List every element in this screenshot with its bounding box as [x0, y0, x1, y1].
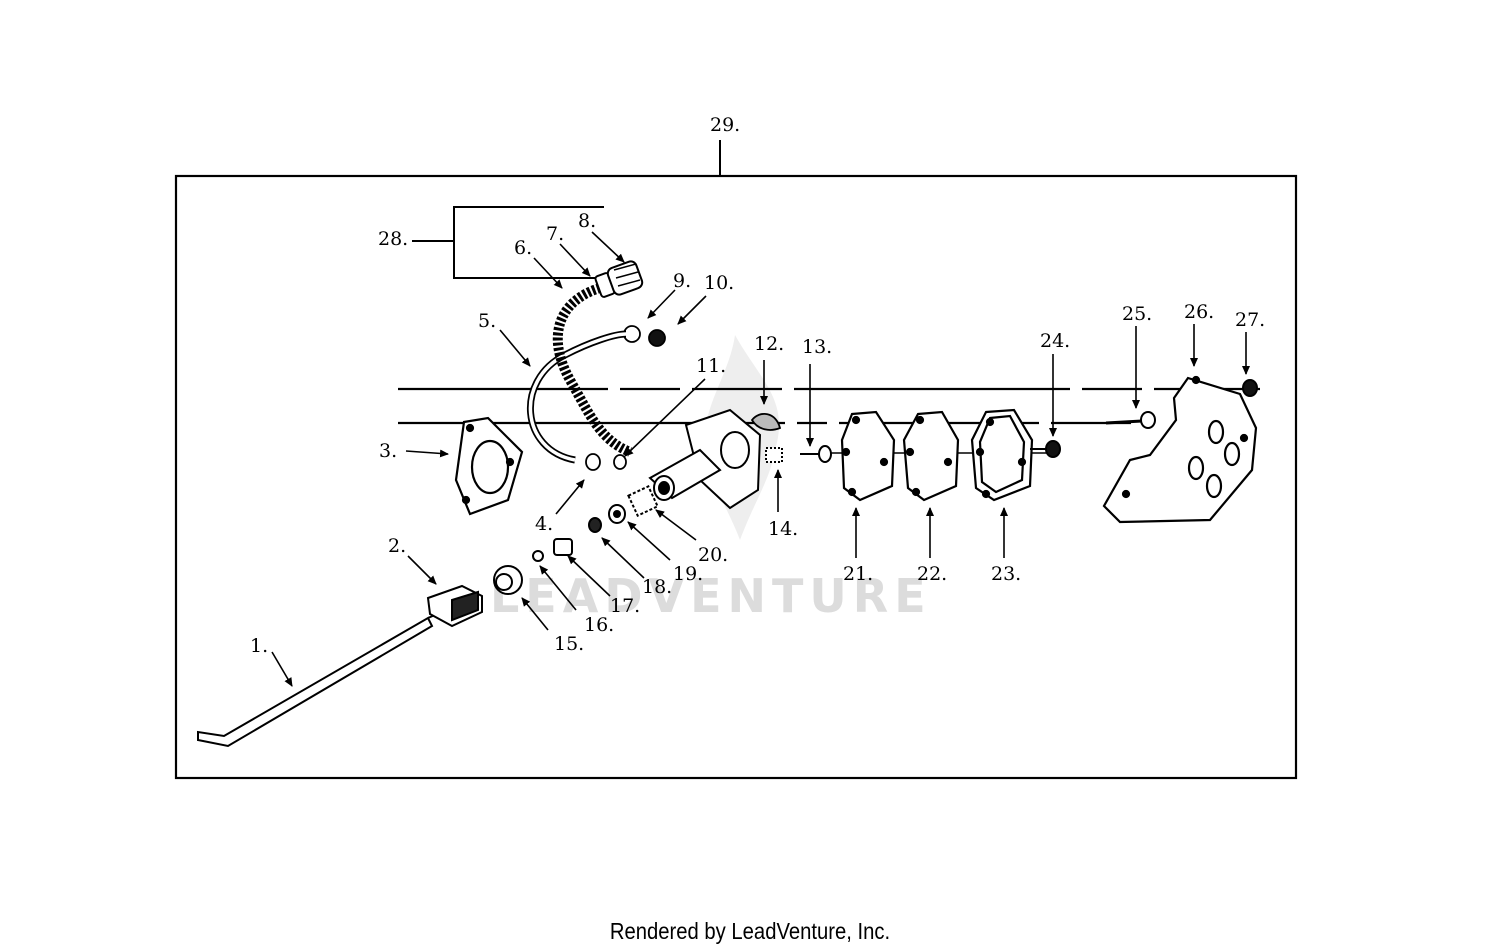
screws — [1030, 379, 1258, 458]
callout-1: 1. — [250, 635, 268, 657]
callout-4: 4. — [535, 513, 553, 535]
fuel-pump-body — [648, 408, 762, 510]
callout-13: 13. — [802, 336, 832, 358]
callout-3: 3. — [379, 440, 397, 462]
watermark-text: LEADVENTURE — [490, 569, 932, 623]
callout-22: 22. — [917, 563, 947, 585]
callout-6: 6. — [514, 237, 532, 259]
parts-15-20-valve-stack — [493, 485, 659, 595]
part-5-fuel-line — [527, 330, 627, 464]
callout-5: 5. — [478, 310, 496, 332]
part-22-diaphragm — [902, 410, 960, 502]
part-2-knob — [426, 584, 483, 628]
callout-21: 21. — [843, 563, 873, 585]
part-12-diaphragm-clip — [750, 413, 782, 431]
callout-28: 28. — [378, 228, 408, 250]
callout-12: 12. — [754, 333, 784, 355]
callout-arrows — [271, 231, 1250, 687]
callout-labels: 1. 2. 3. 4. 5. 6. 7. 8. 9. 10. 11. 12. 1… — [250, 114, 1265, 657]
bracket-28 — [412, 206, 604, 279]
callout-8: 8. — [578, 210, 596, 232]
callout-11: 11. — [696, 355, 726, 377]
part-6-spring-line — [552, 283, 633, 457]
callout-7: 7. — [546, 223, 564, 245]
callout-18: 18. — [642, 576, 672, 598]
part-26-mounting-plate — [1102, 375, 1258, 524]
callout-14: 14. — [768, 518, 798, 540]
callout-17: 17. — [610, 595, 640, 617]
callout-15: 15. — [554, 633, 584, 655]
part-3-gasket — [454, 416, 524, 516]
part-1-rod — [197, 603, 461, 748]
callout-19: 19. — [673, 563, 703, 585]
callout-9: 9. — [673, 270, 691, 292]
callout-23: 23. — [991, 563, 1021, 585]
callout-27: 27. — [1235, 309, 1265, 331]
callout-24: 24. — [1040, 330, 1070, 352]
callout-20: 20. — [698, 544, 728, 566]
assembly-frame — [174, 174, 1298, 780]
callout-10: 10. — [704, 272, 734, 294]
part-13-14-spring-pin — [765, 445, 832, 463]
callout-16: 16. — [584, 614, 614, 636]
part-8-filter — [594, 260, 644, 298]
part-23-cover — [970, 408, 1034, 502]
callout-25: 25. — [1122, 303, 1152, 325]
part-21-diaphragm — [840, 410, 896, 502]
callout-26: 26. — [1184, 301, 1214, 323]
part-4-fittings — [585, 325, 666, 471]
callout-2: 2. — [388, 535, 406, 557]
callout-29: 29. — [710, 114, 740, 136]
footer-credit: Rendered by LeadVenture, Inc. — [609, 918, 891, 944]
